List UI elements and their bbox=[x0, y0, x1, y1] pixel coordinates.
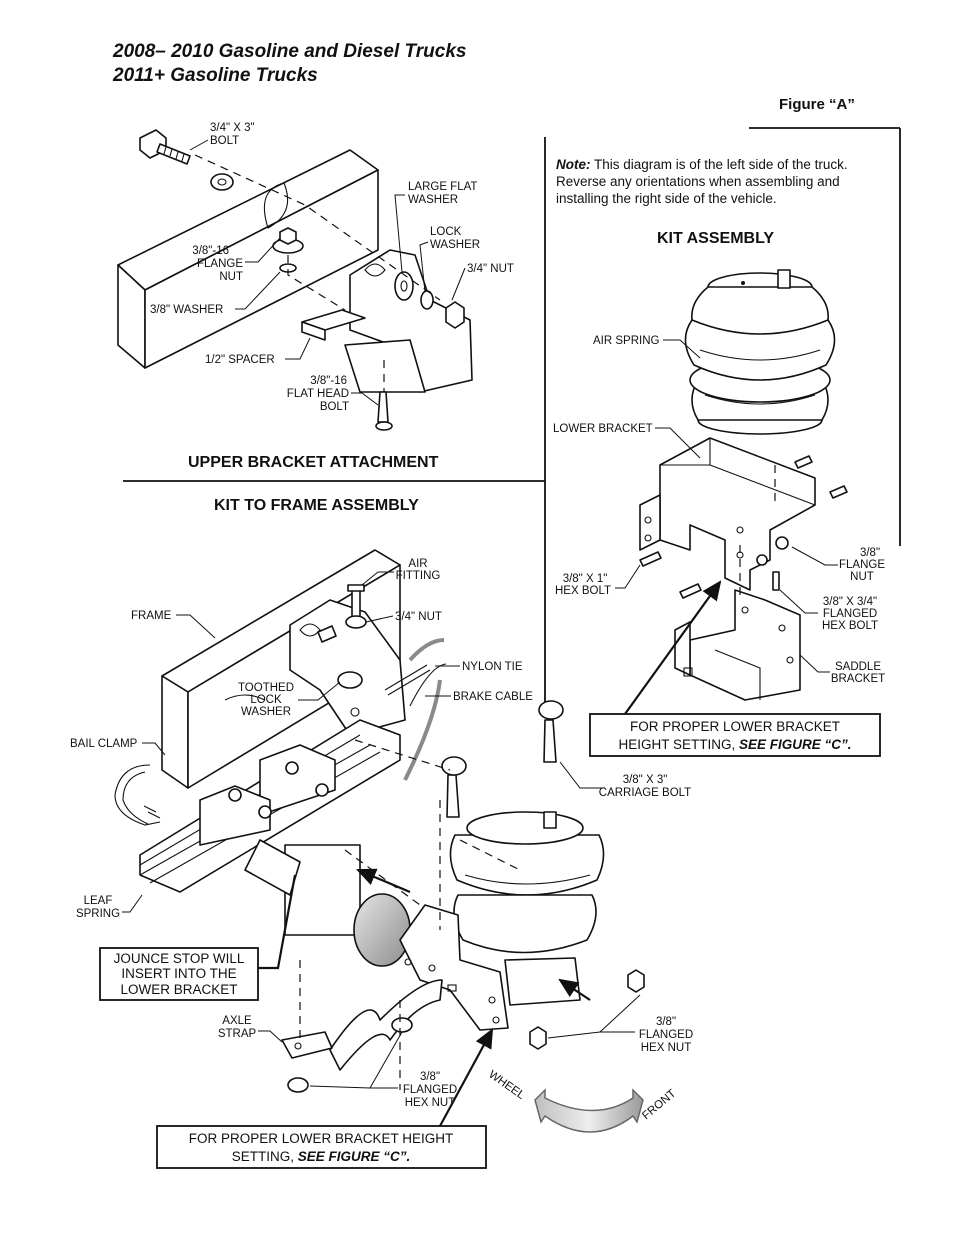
svg-text:installing the right side of t: installing the right side of the vehicle… bbox=[556, 191, 777, 206]
svg-text:3/8" X 3": 3/8" X 3" bbox=[623, 774, 668, 786]
svg-text:HEX NUT: HEX NUT bbox=[641, 1042, 691, 1054]
svg-text:FITTING: FITTING bbox=[396, 570, 441, 582]
svg-text:3/4" X 3": 3/4" X 3" bbox=[210, 122, 255, 134]
svg-text:Reverse any orientations when: Reverse any orientations when assembling… bbox=[556, 174, 840, 189]
svg-text:FLANGED: FLANGED bbox=[639, 1029, 693, 1041]
svg-text:HEX NUT: HEX NUT bbox=[405, 1097, 455, 1109]
svg-text:LOWER BRACKET: LOWER BRACKET bbox=[120, 982, 237, 997]
panel-dividers bbox=[123, 127, 901, 710]
kit-to-frame-heading: KIT TO FRAME ASSEMBLY bbox=[214, 497, 419, 514]
figure-label: Figure “A” bbox=[779, 96, 855, 113]
svg-text:NUT: NUT bbox=[219, 271, 243, 283]
svg-text:3/8" WASHER: 3/8" WASHER bbox=[150, 304, 223, 316]
kit-to-frame-labels: AIR FITTING FRAME 3/4" NUT NYLON TIE TOO… bbox=[70, 558, 693, 1122]
svg-text:FLAT HEAD: FLAT HEAD bbox=[287, 388, 349, 400]
svg-text:3/8": 3/8" bbox=[656, 1016, 676, 1028]
svg-text:1/2" SPACER: 1/2" SPACER bbox=[205, 354, 275, 366]
upper-bracket-labels: 3/4" X 3" BOLT LARGE FLAT WASHER LOCK WA… bbox=[150, 122, 514, 413]
air-spring-icon bbox=[684, 269, 836, 435]
svg-text:AXLE: AXLE bbox=[222, 1015, 252, 1027]
svg-text:WASHER: WASHER bbox=[241, 706, 291, 718]
svg-text:3/8" X 3/4": 3/8" X 3/4" bbox=[823, 596, 877, 608]
svg-text:3/4" NUT: 3/4" NUT bbox=[467, 263, 514, 275]
svg-text:FLANGE: FLANGE bbox=[839, 559, 885, 571]
upper-bracket-drawing bbox=[117, 129, 473, 431]
svg-text:LOCK: LOCK bbox=[250, 694, 282, 706]
kit-to-frame-drawing bbox=[114, 549, 645, 1133]
svg-text:SETTING, SEE FIGURE “C”.: SETTING, SEE FIGURE “C”. bbox=[232, 1149, 411, 1164]
svg-text:AIR SPRING: AIR SPRING bbox=[593, 335, 660, 347]
svg-text:LOWER BRACKET: LOWER BRACKET bbox=[553, 423, 653, 435]
svg-text:NYLON TIE: NYLON TIE bbox=[462, 661, 523, 673]
svg-text:TOOTHED: TOOTHED bbox=[238, 682, 294, 694]
svg-text:FLANGE: FLANGE bbox=[197, 258, 243, 270]
svg-text:SPRING: SPRING bbox=[76, 908, 120, 920]
orientation-note: Note: This diagram is of the left side o… bbox=[556, 157, 848, 206]
svg-text:JOUNCE STOP WILL: JOUNCE STOP WILL bbox=[114, 951, 245, 966]
svg-text:HEX BOLT: HEX BOLT bbox=[555, 585, 611, 597]
svg-text:BOLT: BOLT bbox=[210, 135, 239, 147]
svg-text:WASHER: WASHER bbox=[430, 239, 480, 251]
svg-text:FOR PROPER LOWER BRACKET: FOR PROPER LOWER BRACKET bbox=[630, 719, 840, 734]
svg-text:HEX BOLT: HEX BOLT bbox=[822, 620, 878, 632]
svg-text:FLANGED: FLANGED bbox=[823, 608, 877, 620]
svg-text:FRAME: FRAME bbox=[131, 610, 172, 622]
svg-text:3/8": 3/8" bbox=[420, 1071, 440, 1083]
svg-text:3/8"-16: 3/8"-16 bbox=[310, 375, 347, 387]
svg-text:FLANGED: FLANGED bbox=[403, 1084, 457, 1096]
lower-bracket-height-note-2: FOR PROPER LOWER BRACKET HEIGHT SETTING,… bbox=[156, 1125, 487, 1169]
svg-text:3/8" X 1": 3/8" X 1" bbox=[563, 573, 608, 585]
kit-assembly-labels: AIR SPRING LOWER BRACKET 3/8" FLANGE NUT… bbox=[553, 335, 885, 685]
svg-text:WHEEL: WHEEL bbox=[486, 1069, 527, 1103]
svg-text:WASHER: WASHER bbox=[408, 194, 458, 206]
svg-text:LEAF: LEAF bbox=[84, 895, 113, 907]
svg-text:STRAP: STRAP bbox=[218, 1028, 257, 1040]
air-spring-icon bbox=[449, 811, 605, 954]
kit-assembly-heading: KIT ASSEMBLY bbox=[657, 230, 774, 247]
svg-text:3/4" NUT: 3/4" NUT bbox=[395, 611, 442, 623]
upper-bracket-heading: UPPER BRACKET ATTACHMENT bbox=[188, 454, 439, 471]
svg-text:BAIL CLAMP: BAIL CLAMP bbox=[70, 738, 138, 750]
svg-text:SADDLE: SADDLE bbox=[835, 661, 881, 673]
svg-text:Note: This diagram is of the l: Note: This diagram is of the left side o… bbox=[556, 157, 848, 172]
svg-text:LOCK: LOCK bbox=[430, 226, 462, 238]
page-title-line1: 2008– 2010 Gasoline and Diesel Trucks bbox=[112, 41, 466, 62]
svg-text:HEIGHT SETTING, SEE FIGURE “C”: HEIGHT SETTING, SEE FIGURE “C”. bbox=[618, 737, 851, 752]
svg-text:CARRIAGE BOLT: CARRIAGE BOLT bbox=[599, 787, 691, 799]
kit-assembly-drawing bbox=[639, 269, 848, 701]
lower-bracket-height-note-1: FOR PROPER LOWER BRACKET HEIGHT SETTING,… bbox=[589, 713, 881, 757]
svg-text:FRONT: FRONT bbox=[640, 1088, 678, 1123]
page-title-line2: 2011+ Gasoline Trucks bbox=[112, 65, 318, 86]
svg-text:BRAKE CABLE: BRAKE CABLE bbox=[453, 691, 533, 703]
svg-text:FOR PROPER LOWER BRACKET HEIGH: FOR PROPER LOWER BRACKET HEIGHT bbox=[189, 1131, 454, 1146]
svg-text:BOLT: BOLT bbox=[320, 401, 349, 413]
svg-text:BRACKET: BRACKET bbox=[831, 673, 885, 685]
svg-text:NUT: NUT bbox=[850, 571, 874, 583]
svg-text:3/8"-16: 3/8"-16 bbox=[192, 245, 229, 257]
svg-text:AIR: AIR bbox=[408, 558, 427, 570]
svg-text:3/8": 3/8" bbox=[860, 547, 880, 559]
svg-text:INSERT INTO THE: INSERT INTO THE bbox=[121, 966, 236, 981]
jounce-stop-note: JOUNCE STOP WILL INSERT INTO THE LOWER B… bbox=[99, 947, 259, 1001]
svg-text:LARGE FLAT: LARGE FLAT bbox=[408, 181, 477, 193]
bolt-icon bbox=[139, 129, 191, 165]
